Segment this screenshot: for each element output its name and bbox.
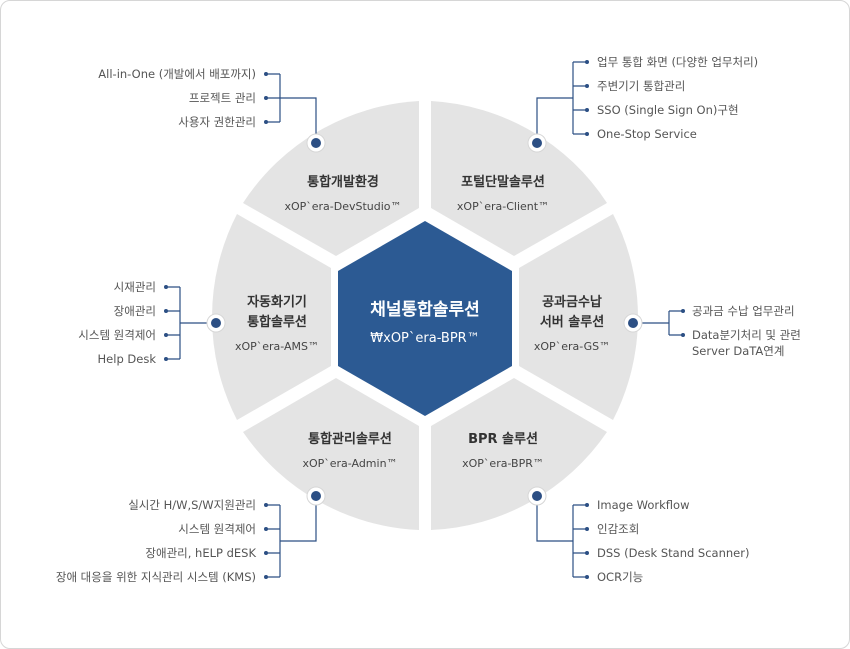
bpr-item-2: 인감조회 [597, 522, 639, 536]
bpr-code: xOP`era-BPR™ [462, 457, 544, 470]
admin-item-4: 장애 대응을 위한 지식관리 시스템 (KMS) [56, 570, 256, 584]
bpr-item-1: Image Workflow [597, 498, 689, 512]
segment-portal [431, 101, 607, 256]
ams-item-4: Help Desk [98, 352, 157, 366]
admin-title: 통합관리솔루션 [308, 431, 392, 447]
portal-code: xOP`era-Client™ [457, 200, 549, 213]
ams-item-3: 시스템 원격제어 [78, 328, 156, 342]
center-title: 채널통합솔루션 [370, 299, 479, 320]
segment-ams [212, 214, 331, 420]
callout-portal: 업무 통합 화면 (다양한 업무처리) 주변기기 통합관리 SSO (Singl… [527, 55, 758, 153]
admin-item-3: 장애관리, hELP dESK [145, 546, 256, 560]
ams-code: xOP`era-AMS™ [235, 340, 319, 353]
gs-item-1: 공과금 수납 업무관리 [692, 304, 795, 318]
admin-item-2: 시스템 원격제어 [178, 522, 256, 536]
portal-item-1: 업무 통합 화면 (다양한 업무처리) [597, 55, 758, 69]
ams-title-1: 자동화기기 [247, 294, 307, 310]
gs-title-1: 공과금수납 [542, 295, 602, 310]
gs-item-3: Server DaTA연계 [692, 344, 784, 358]
dev-item-2: 프로젝트 관리 [189, 91, 256, 105]
callout-admin: 실시간 H/W,S/W지원관리 시스템 원격제어 장애관리, hELP dESK… [56, 486, 326, 584]
admin-item-1: 실시간 H/W,S/W지원관리 [128, 498, 256, 512]
dev-code: xOP`era-DevStudio™ [284, 200, 401, 213]
bpr-item-3: DSS (Desk Stand Scanner) [597, 546, 749, 560]
bpr-item-4: OCR기능 [597, 570, 643, 584]
segment-dev [243, 101, 419, 256]
gs-title-2: 서버 솔루션 [540, 314, 604, 330]
dev-item-1: All-in-One (개발에서 배포까지) [98, 67, 256, 81]
center-hexagon [338, 221, 512, 416]
segment-bpr [431, 378, 607, 530]
callout-dev: All-in-One (개발에서 배포까지) 프로젝트 관리 사용자 권한관리 [98, 67, 326, 153]
callout-bpr: Image Workflow 인감조회 DSS (Desk Stand Scan… [527, 486, 749, 584]
ams-item-1: 시재관리 [114, 280, 156, 294]
segment-gs [519, 214, 638, 420]
portal-item-2: 주변기기 통합관리 [597, 79, 685, 93]
ams-title-2: 통합솔루션 [247, 314, 307, 330]
dev-item-3: 사용자 권한관리 [178, 115, 256, 129]
dev-title: 통합개발환경 [307, 174, 379, 190]
callout-ams: 시재관리 장애관리 시스템 원격제어 Help Desk [78, 280, 226, 366]
gs-item-2: Data분기처리 및 관련 [692, 328, 801, 342]
portal-item-3: SSO (Single Sign On)구현 [597, 103, 739, 117]
ams-item-2: 장애관리 [114, 304, 156, 318]
segment-admin [243, 378, 419, 530]
portal-item-4: One-Stop Service [597, 127, 697, 141]
portal-title: 포털단말솔루션 [461, 174, 545, 190]
center-code: ₩xOP`era-BPR™ [370, 331, 479, 346]
bpr-title: BPR 솔루션 [468, 432, 538, 447]
callout-gs: 공과금 수납 업무관리 Data분기처리 및 관련 Server DaTA연계 [623, 304, 801, 358]
admin-code: xOP`era-Admin™ [302, 457, 397, 470]
gs-code: xOP`era-GS™ [534, 340, 610, 353]
